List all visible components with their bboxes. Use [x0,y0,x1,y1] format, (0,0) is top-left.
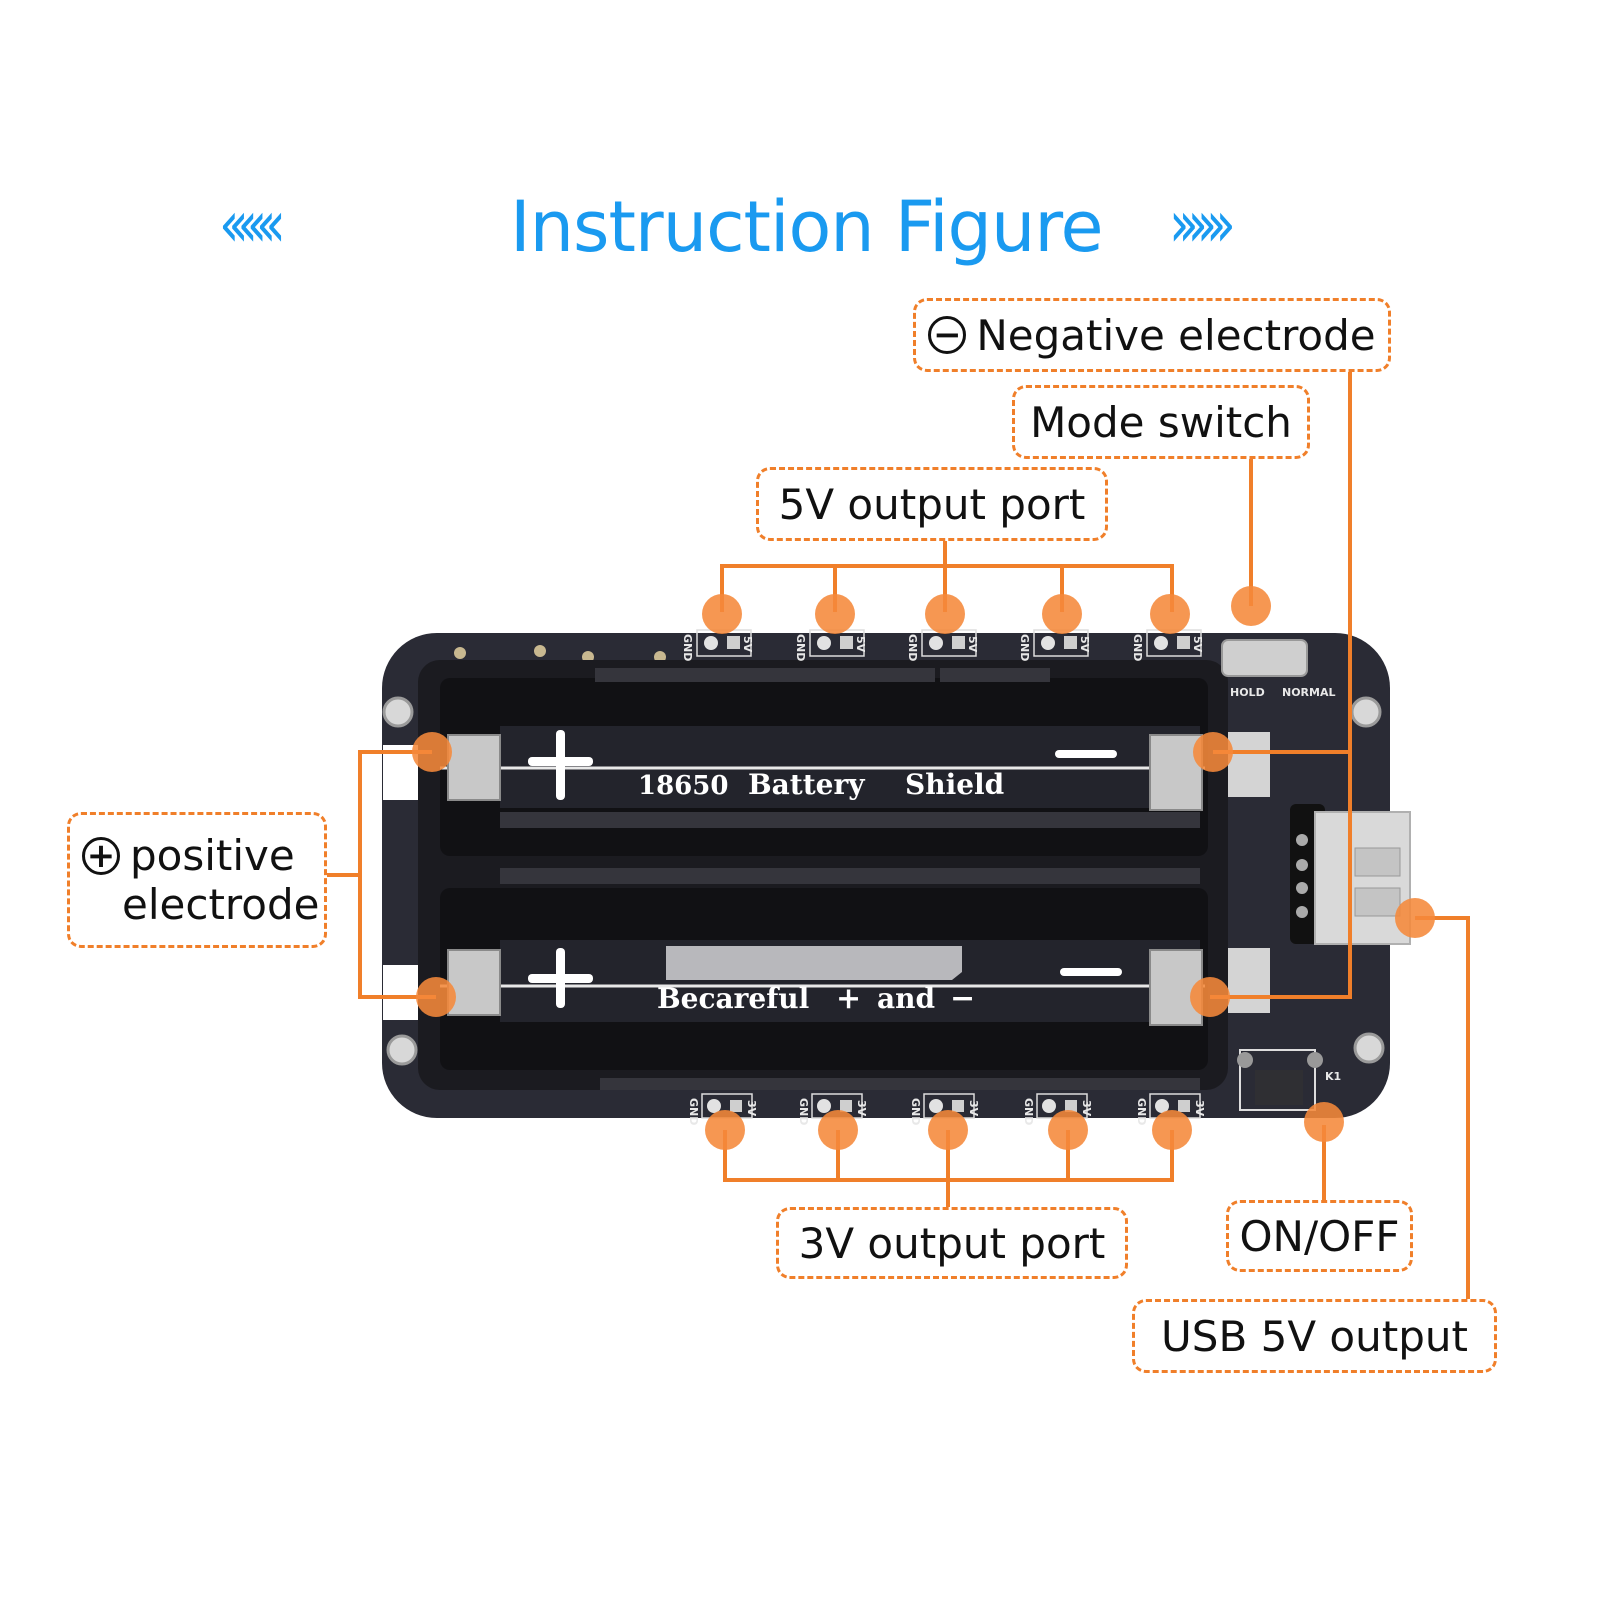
pin-label-gnd: GND [1135,1098,1148,1125]
callout-on-off-label: ON/OFF [1239,1211,1400,1261]
pin-label-gnd: GND [797,1098,810,1125]
on-off-button [1239,1049,1316,1111]
callout-positive-line1: positive [130,831,295,880]
board-label-shield: Shield [905,768,1004,801]
marker-5v-5 [1150,594,1190,634]
callout-5v-output-port-label: 5V output port [778,479,1086,529]
marker-5v-3 [925,594,965,634]
board-warning-becareful: Becareful [657,982,809,1015]
markers [412,586,1435,1150]
pin-header-3v: GND 3V [909,1093,980,1125]
pin-label-3v: 3V [967,1100,980,1117]
callout-negative-electrode: − Negative electrode [913,298,1391,372]
marker-3v-2 [818,1110,858,1150]
pin-label-gnd: GND [1131,634,1144,661]
callout-3v-output-port-label: 3V output port [798,1218,1106,1268]
marker-usb [1395,898,1435,938]
board-label-battery: Battery [748,768,865,801]
switch-label-normal: NORMAL [1282,686,1336,699]
pin-label-5v: 5V [966,636,979,653]
pin-label-3v: 3V [745,1100,758,1117]
mounting-holes [382,696,1385,1066]
pin-header-3v: GND 3V [687,1093,758,1125]
pin-label-5v: 5V [1191,636,1204,653]
pin-label-gnd: GND [1018,634,1031,661]
callout-usb-5v-output: USB 5V output [1132,1299,1497,1373]
callout-positive-line2: electrode [122,880,320,929]
right-chevrons-icon: ›››››› [1168,188,1236,262]
marker-negative-bottom [1190,977,1230,1017]
pin-label-5v: 5V [741,636,754,653]
pin-header-3v: GND 3V [797,1093,868,1125]
board-warning-and: and [877,982,935,1015]
marker-3v-1 [705,1110,745,1150]
pin-label-3v: 3V [855,1100,868,1117]
pin-label-gnd: GND [687,1098,700,1125]
pin-header-5v: GND 5V [1131,629,1204,661]
pin-label-gnd: GND [1022,1098,1035,1125]
pin-label-3v: 3V [1193,1100,1206,1117]
pin-label-gnd: GND [681,634,694,661]
callout-positive-electrode: + positive electrode [67,812,327,948]
board-warning-plus: + [836,981,861,1016]
pin-label-5v: 5V [1078,636,1091,653]
marker-negative-top [1193,732,1233,772]
pin-label-3v: 3V [1080,1100,1093,1117]
mode-switch [1221,639,1308,677]
pin-header-5v: GND 5V [794,629,867,661]
pin-label-gnd: GND [794,634,807,661]
board-label-18650: 18650 [638,771,728,801]
left-chevrons-icon: ‹‹‹‹‹‹ [218,188,286,262]
marker-positive-bottom [416,977,456,1017]
plus-circle-icon: + [82,836,120,875]
callout-usb-5v-output-label: USB 5V output [1161,1311,1468,1361]
switch-label-hold: HOLD [1230,686,1265,699]
battery-contacts [447,734,1203,1026]
callout-5v-output-port: 5V output port [756,467,1108,541]
pin-label-5v: 5V [854,636,867,653]
pin-header-5v: GND 5V [1018,629,1091,661]
marker-3v-5 [1152,1110,1192,1150]
board-warning-minus: − [950,981,975,1016]
marker-mode-switch [1231,586,1271,626]
marker-3v-3 [928,1110,968,1150]
pin-header-5v: GND 5V [681,629,754,661]
marker-positive-top [412,732,452,772]
callout-negative-electrode-label: Negative electrode [976,310,1376,360]
usb-port [1314,811,1411,945]
callout-3v-output-port: 3V output port [776,1207,1128,1279]
page-title: Instruction Figure [510,186,1104,268]
marker-5v-4 [1042,594,1082,634]
button-label-k1: K1 [1325,1070,1341,1083]
top-5v-pins: GND 5V GND 5V GND 5V GND 5V GND 5V [681,629,1204,661]
minus-circle-icon: − [928,316,967,354]
pin-label-gnd: GND [909,1098,922,1125]
pin-label-gnd: GND [906,634,919,661]
marker-5v-2 [815,594,855,634]
callout-on-off: ON/OFF [1226,1200,1413,1272]
marker-3v-4 [1048,1110,1088,1150]
marker-5v-1 [702,594,742,634]
marker-on-off [1304,1102,1344,1142]
callout-mode-switch-label: Mode switch [1030,397,1292,447]
callout-mode-switch: Mode switch [1012,385,1310,459]
pin-header-3v: GND 3V [1022,1093,1093,1125]
